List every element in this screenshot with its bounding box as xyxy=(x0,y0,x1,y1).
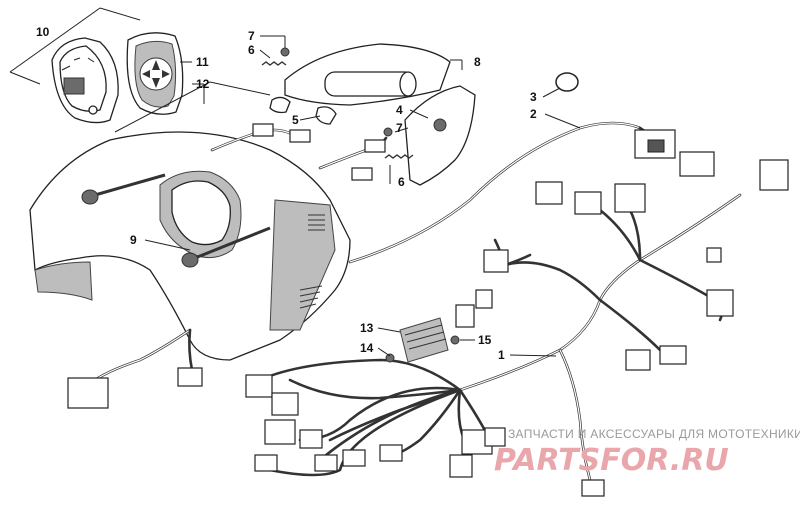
callout-12: 12 xyxy=(196,77,210,91)
callout-5: 5 xyxy=(292,113,299,127)
mounting-bolt xyxy=(81,173,271,268)
spring xyxy=(261,61,414,159)
callout-14: 14 xyxy=(360,341,374,355)
callout-15: 15 xyxy=(478,333,492,347)
headlight-housing xyxy=(29,131,351,361)
callout-6b: 6 xyxy=(398,175,405,189)
callout-2: 2 xyxy=(530,107,537,121)
callout-7: 7 xyxy=(248,29,255,43)
connector xyxy=(67,129,789,497)
callout-1: 1 xyxy=(498,348,505,362)
upper-cover xyxy=(284,43,476,186)
retaining-nut xyxy=(383,127,393,137)
callout-9: 9 xyxy=(130,233,137,247)
instrument-gauge xyxy=(51,37,119,124)
callout-11: 11 xyxy=(196,55,209,69)
watermark: ЗАПЧАСТИ И АКСЕССУАРЫ ДЛЯ МОТОТЕХНИКИ PA… xyxy=(494,427,800,478)
callout-8: 8 xyxy=(474,55,481,69)
bulb-socket xyxy=(269,96,337,125)
retaining-nut xyxy=(280,47,290,57)
callout-13: 13 xyxy=(360,321,374,335)
callout-4: 4 xyxy=(396,103,403,117)
gauge-cover xyxy=(126,32,184,115)
ring-clip xyxy=(555,72,579,92)
callout-10: 10 xyxy=(36,25,50,39)
watermark-logo: PARTSFOR.RU xyxy=(494,443,729,478)
voltage-regulator xyxy=(385,317,460,363)
watermark-tagline: ЗАПЧАСТИ И АКСЕССУАРЫ ДЛЯ МОТОТЕХНИКИ xyxy=(508,427,800,441)
callout-7b: 7 xyxy=(396,121,403,135)
callout-labels: 10 7 6 11 12 8 3 2 5 4 7 6 9 13 14 15 1 xyxy=(36,25,537,362)
callout-3: 3 xyxy=(530,90,537,104)
leader-lines xyxy=(144,35,581,357)
callout-6: 6 xyxy=(248,43,255,57)
